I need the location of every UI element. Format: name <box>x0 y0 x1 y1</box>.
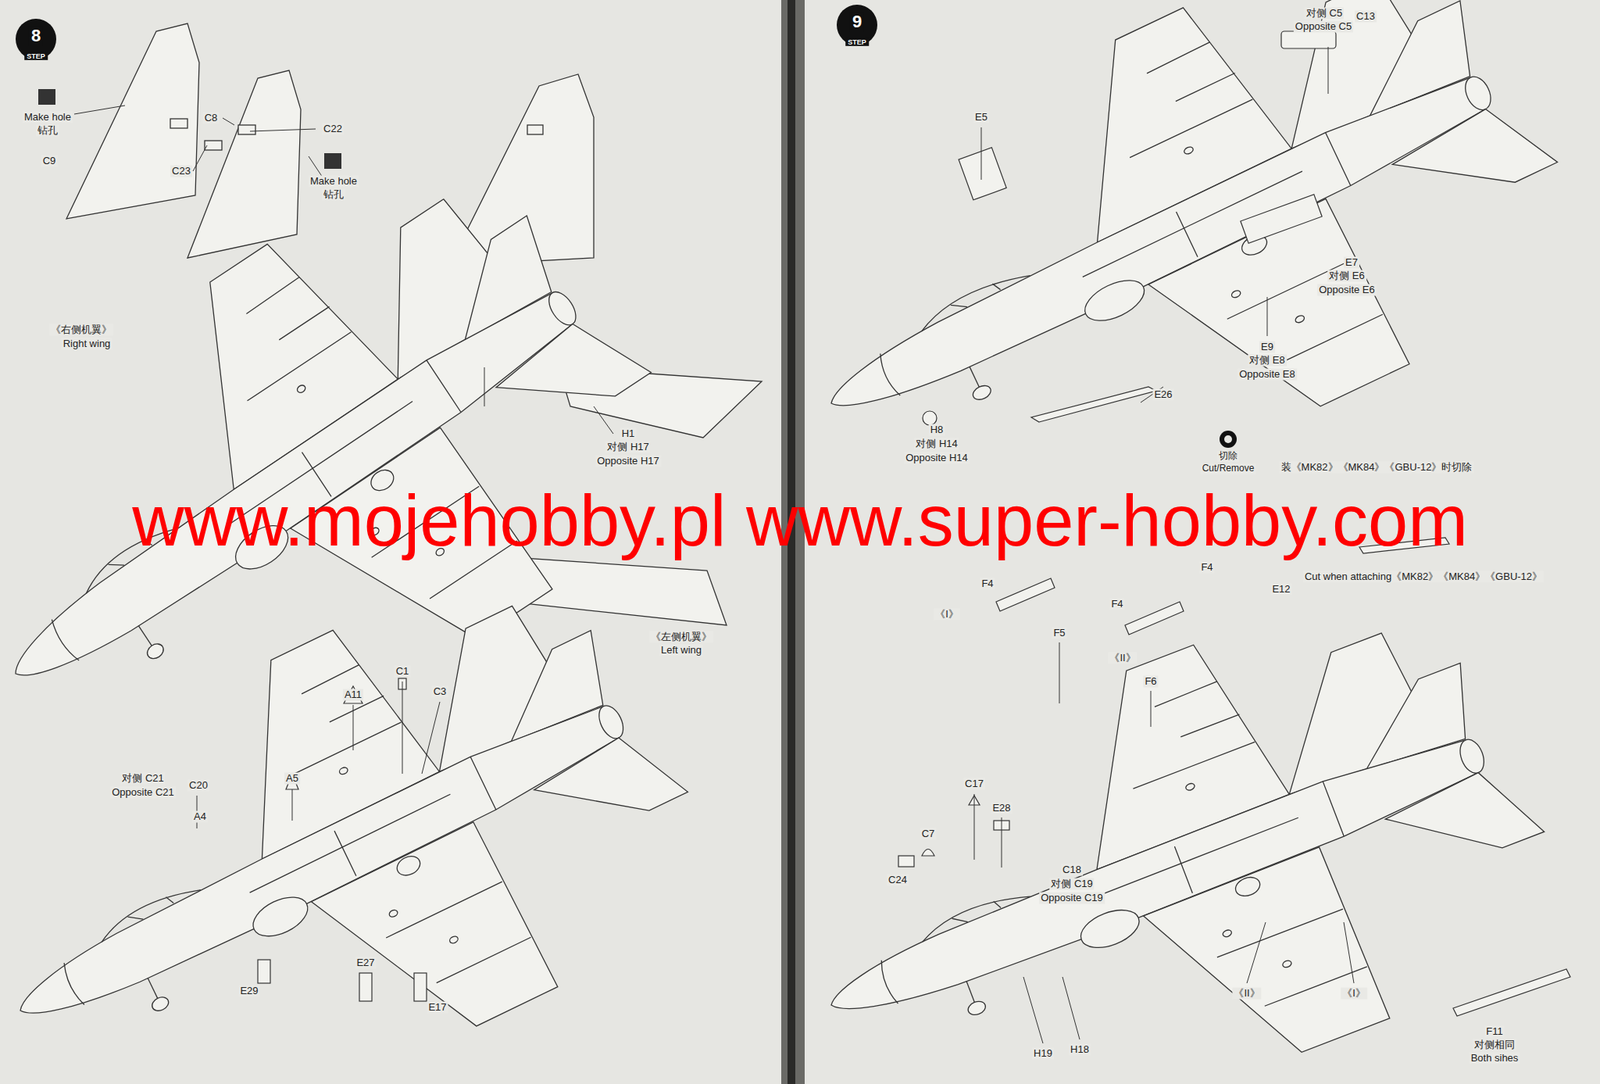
cut-note: 切除 <box>1217 450 1240 462</box>
part-number: E29 <box>238 985 260 997</box>
part-note: 对侧 H17 <box>605 441 650 454</box>
part-number: A5 <box>284 772 300 785</box>
part-number: H1 <box>620 428 637 440</box>
part-number: E12 <box>1270 583 1292 596</box>
part-number: H19 <box>1032 1047 1054 1060</box>
part-note: Opposite H17 <box>595 455 661 468</box>
variant-mark: 《II》 <box>1107 652 1137 665</box>
part-note: Both sihes <box>1469 1052 1521 1065</box>
part-number: C18 <box>1060 864 1083 876</box>
cut-note: 装《MK82》《MK84》《GBU-12》时切除 <box>1279 461 1475 474</box>
part-note: 对侧 E6 <box>1327 270 1367 283</box>
part-number: C20 <box>187 779 210 792</box>
part-note: Opposite E6 <box>1317 284 1377 297</box>
part-number: E7 <box>1343 257 1360 269</box>
drill-note: Make hole <box>22 111 73 124</box>
drill-note: Make hole <box>308 175 359 188</box>
part-note: 对侧 C5 <box>1304 7 1344 20</box>
part-number: E28 <box>990 802 1012 815</box>
part-number: F6 <box>1142 675 1158 688</box>
drill-note: 钻孔 <box>321 189 346 201</box>
part-number: A4 <box>192 810 208 823</box>
part-number: C13 <box>1354 10 1377 23</box>
part-note: Opposite H14 <box>903 452 970 465</box>
part-number: C22 <box>321 123 344 136</box>
part-note: Opposite C21 <box>110 786 176 799</box>
part-number: E5 <box>973 111 990 124</box>
variant-mark: 《II》 <box>1232 987 1261 1000</box>
variant-mark: 《I》 <box>1340 987 1368 1000</box>
cut-note: Cut/Remove <box>1200 463 1257 475</box>
wing-label: Left wing <box>659 644 704 657</box>
part-number: F4 <box>979 578 995 590</box>
wing-label: Right wing <box>61 338 113 350</box>
part-number: H18 <box>1068 1043 1091 1056</box>
part-note: 对侧 H14 <box>914 438 959 450</box>
wing-label: 《左侧机翼》 <box>649 631 714 643</box>
part-note: 对侧 C19 <box>1049 878 1094 890</box>
wing-label: 《右侧机翼》 <box>49 324 114 336</box>
part-number: C7 <box>920 828 937 840</box>
cut-note: Cut when attaching《MK82》《MK84》《GBU-12》 <box>1303 571 1544 583</box>
part-number: E26 <box>1152 389 1174 401</box>
step-number: 8 <box>28 25 43 46</box>
step-word: STEP <box>24 52 48 61</box>
part-number: E27 <box>354 957 376 969</box>
drill-note: 钻孔 <box>35 125 60 137</box>
part-number: E17 <box>426 1001 448 1014</box>
part-number: C1 <box>394 665 411 678</box>
part-note: Opposite C5 <box>1293 21 1354 33</box>
part-number: C9 <box>41 155 58 168</box>
step-number: 9 <box>850 11 865 32</box>
part-number: F5 <box>1051 627 1067 640</box>
part-note: 对侧相同 <box>1472 1039 1517 1051</box>
part-number: C23 <box>170 165 193 178</box>
part-number: C8 <box>203 112 220 125</box>
part-number: H8 <box>928 424 946 436</box>
part-number: F4 <box>1109 598 1125 611</box>
part-note: 对侧 E8 <box>1247 354 1287 367</box>
watermark: www.mojehobby.pl www.super-hobby.com <box>132 484 1468 557</box>
part-note: Opposite C19 <box>1039 892 1105 904</box>
part-number: C17 <box>963 778 986 790</box>
part-note: Opposite E8 <box>1237 368 1297 381</box>
part-number: A11 <box>342 689 364 701</box>
part-number: C3 <box>432 685 449 698</box>
step-word: STEP <box>845 38 869 47</box>
variant-mark: 《I》 <box>933 608 961 621</box>
part-number: C24 <box>886 874 909 886</box>
part-number: E9 <box>1259 341 1275 354</box>
part-number: F11 <box>1484 1025 1504 1038</box>
part-number: F4 <box>1199 561 1215 574</box>
part-note: 对侧 C21 <box>120 772 165 785</box>
